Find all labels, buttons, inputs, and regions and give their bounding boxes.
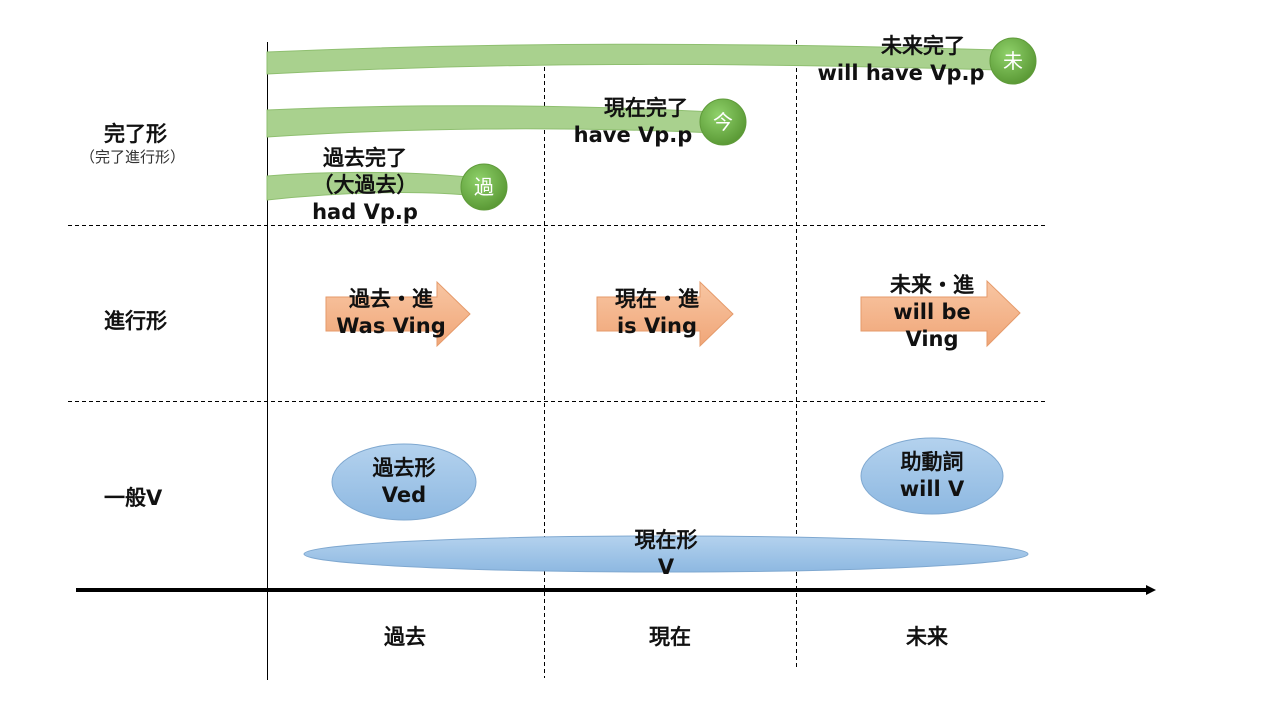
present-simple-en: V [657,555,675,579]
future-perfect-jp: 未来完了 [881,34,965,58]
present-progressive-label: 現在・進 is Ving [592,286,722,340]
future-perfect-badge-text: 未 [1003,49,1023,73]
past-simple-en: Ved [381,483,427,507]
present-perfect-en: have Vp.p [573,123,693,147]
past-perfect-alt: （大過去） [312,173,418,197]
future-progressive-en-2: Ving [905,327,959,351]
column-label-past: 過去 [384,625,426,649]
future-progressive-label: 未来・進 will be Ving [866,272,998,353]
row-label-simple: 一般V [104,486,163,510]
present-perfect-label: 現在完了 have Vp.p [570,95,696,149]
present-simple-jp: 現在形 [634,528,698,552]
past-perfect-badge [460,163,508,211]
present-simple-label: 現在形 V [606,527,726,581]
future-simple-jp: 助動詞 [900,450,964,474]
past-progressive-jp: 過去・進 [349,287,433,311]
past-perfect-label: 過去完了 （大過去） had Vp.p [306,145,424,226]
future-simple-en: will V [899,477,965,501]
past-simple-ellipse [331,443,477,521]
row-label-perfect-progressive: （完了進行形） [80,148,186,166]
present-perfect-badge [699,98,747,146]
past-simple-label: 過去形 Ved [344,455,464,509]
future-perfect-badge [989,37,1037,85]
future-perfect-label: 未来完了 will have Vp.p [810,33,992,87]
future-progressive-jp: 未来・進 [890,273,974,297]
present-perfect-jp: 現在完了 [604,96,688,120]
future-progressive-en-1: will be [893,300,971,324]
past-perfect-badge-text: 過 [474,175,494,199]
past-progressive-en: Was Ving [336,314,446,338]
present-progressive-arrow [596,280,734,348]
past-perfect-jp: 過去完了 [323,146,407,170]
past-perfect-en: had Vp.p [312,200,418,224]
present-progressive-en: is Ving [616,314,698,338]
future-simple-ellipse [860,437,1004,515]
future-progressive-arrow [860,279,1021,348]
past-progressive-label: 過去・進 Was Ving [326,286,456,340]
future-simple-label: 助動詞 will V [872,449,992,503]
column-label-present: 現在 [649,625,691,649]
present-perfect-badge-text: 今 [713,110,733,134]
column-label-future: 未来 [906,625,948,649]
past-progressive-arrow [325,280,471,348]
present-simple-ellipse [303,535,1029,573]
row-label-perfect: 完了形 [104,122,167,146]
past-simple-jp: 過去形 [372,456,436,480]
future-perfect-en: will have Vp.p [817,61,985,85]
row-label-progressive: 進行形 [104,309,167,333]
present-progressive-jp: 現在・進 [615,287,699,311]
